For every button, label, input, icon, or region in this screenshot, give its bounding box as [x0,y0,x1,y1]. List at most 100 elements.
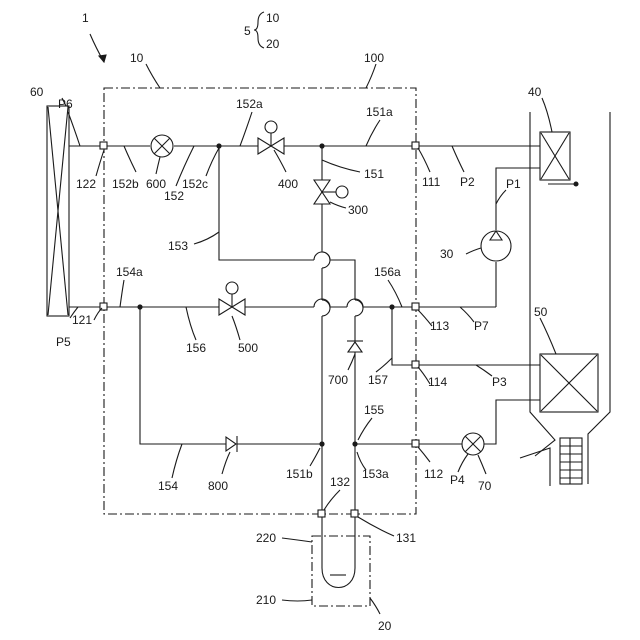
label-30: 30 [440,247,454,261]
tank-20 [322,514,355,588]
leader-154 [172,444,182,478]
label-1: 1 [82,11,89,25]
leader-155 [358,418,372,440]
expansion-valve-70 [462,433,484,455]
label-20: 20 [378,619,392,633]
pipe-151-hop [322,252,330,268]
pipe-P4 [484,400,540,444]
label-700: 700 [328,373,348,387]
label-152: 152 [164,189,184,203]
check-valve-800 [226,436,237,452]
pipe-153-left [219,146,314,260]
label-P4: P4 [450,473,465,487]
ports [100,142,419,517]
heat-exchanger-60 [47,106,69,316]
label-113: 113 [430,319,449,333]
valve-400 [258,121,284,154]
leader-50 [540,318,556,354]
leader-157 [376,358,392,372]
label-152b: 152b [112,177,139,191]
leader-151 [322,160,360,172]
pump-30 [481,231,511,261]
label-111: 111 [422,175,441,189]
port-113 [412,303,419,310]
leader-800 [222,452,230,474]
leader-P6 [68,112,80,146]
label-154a: 154a [116,265,143,279]
leader-152b [124,146,136,172]
expansion-valve-600 [151,135,173,157]
label-153a: 153a [362,467,389,481]
leader-121 [94,308,102,320]
leader-153 [194,232,219,244]
label-P6: P6 [58,97,73,111]
leader-30 [466,248,481,254]
label-P7: P7 [474,319,489,333]
label-114: 114 [428,375,447,389]
label-400: 400 [278,177,298,191]
label-70: 70 [478,479,492,493]
leader-300 [330,202,346,208]
check-valve-700 [347,341,363,352]
label-157: 157 [368,373,388,387]
label-P2: P2 [460,175,475,189]
leader-152a [240,112,252,146]
leader-111 [418,148,430,172]
valve-300 [314,180,348,204]
leader-112 [418,447,430,462]
unit-20-boundary [312,536,370,606]
label-300: 300 [348,203,368,217]
label-151a: 151a [366,105,393,119]
heat-exchanger-50 [540,354,598,412]
leader-122 [96,150,104,176]
leader-600 [156,157,160,174]
pipe-153-right [330,260,355,300]
label-112: 112 [424,467,443,481]
leader-154a [120,280,124,307]
leader-700 [348,354,355,370]
pipe-153-hop [314,252,330,260]
pipe-154 [140,307,226,444]
leader-151a [366,120,380,146]
leader-210 [282,600,312,601]
leader-P2 [452,146,464,172]
label-153: 153 [168,239,188,253]
leader-lines [62,12,556,614]
leader-1-arrow [99,55,106,62]
leader-131 [358,517,394,536]
leader-100 [366,64,376,88]
valve-500 [219,282,245,315]
label-121: 121 [72,313,92,327]
leader-156 [186,307,196,340]
label-220: 220 [256,531,276,545]
label-5-20: 20 [266,37,280,51]
label-40: 40 [528,85,542,99]
port-131 [351,510,358,517]
leader-20 [370,598,380,614]
junction-155 [352,441,357,446]
port-132 [318,510,325,517]
port-114 [412,361,419,368]
label-100: 100 [364,51,384,65]
label-P5: P5 [56,335,71,349]
leader-40 [542,98,552,132]
label-500: 500 [238,341,258,355]
label-210: 210 [256,593,276,607]
leader-500 [232,316,240,340]
label-154: 154 [158,479,178,493]
leader-P3 [476,365,492,376]
heat-exchanger-40 [540,132,578,186]
label-131: 131 [396,531,416,545]
casing-right [588,112,610,484]
leader-156a [388,280,402,307]
pipe-157-P3 [392,307,540,365]
reference-labels: 1 5 10 20 10 100 60 P6 152a 151a 40 122 … [30,11,548,633]
label-152c: 152c [182,177,208,191]
leader-10 [146,64,160,88]
leader-P7 [460,307,474,322]
junction-151b [319,441,324,446]
leader-70 [478,455,486,474]
label-60: 60 [30,85,44,99]
label-132: 132 [330,475,350,489]
port-112 [412,440,419,447]
